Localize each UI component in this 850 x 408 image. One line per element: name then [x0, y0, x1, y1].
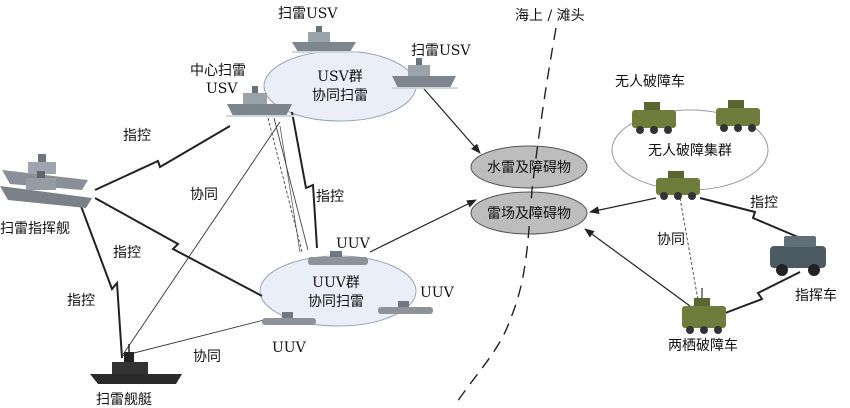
amphibious-vehicle-label: 两栖破障车	[668, 337, 738, 354]
coop-label-vehicle: 协同	[657, 232, 685, 248]
arrow-usv-to-mines	[417, 81, 481, 154]
usv-center-vessel	[226, 86, 294, 117]
unmanned-vehicle-left	[632, 102, 676, 134]
uuv-group-label-line1: UUV群	[312, 275, 360, 291]
usv-top-label: 扫雷USV	[278, 6, 338, 22]
coop-link-minesweeper-uuv	[121, 319, 265, 357]
usv-group-label-line1: USV群	[317, 69, 363, 85]
usv-right-vessel	[392, 58, 458, 89]
uuv-group-label-line2: 协同扫雷	[308, 294, 364, 310]
control-label-ship-minesweeper: 指控	[67, 293, 95, 309]
control-link-ship-to-usv	[94, 125, 231, 191]
control-link-ship-to-uuv	[94, 197, 263, 297]
coop-label-upper: 协同	[190, 187, 218, 203]
command-vehicle	[770, 236, 826, 276]
coop-label-lower: 协同	[193, 349, 221, 365]
mine-obstacle-label: 水雷及障碍物	[487, 160, 571, 176]
minefield-obstacle-label: 雷场及障碍物	[487, 206, 571, 222]
command-ship-vessel	[0, 154, 92, 208]
arrow-cluster-to-minefield	[589, 197, 657, 215]
control-link-vehicle-amphibious	[711, 271, 801, 319]
usv-group-label-line2: 协同扫雷	[312, 88, 368, 104]
usv-right-label: 扫雷USV	[411, 43, 471, 59]
arrow-uuv-to-minefield	[369, 199, 477, 253]
usv-center-label-line1: 中心扫雷	[190, 63, 246, 79]
coop-link-uuv-ship	[121, 121, 281, 357]
arrow-amphibious-to-minefield	[584, 228, 691, 307]
usv-center-label-line2: USV	[206, 81, 238, 97]
usv-top-vessel	[292, 26, 358, 53]
uuv-right-label: UUV	[420, 285, 455, 301]
uuv-right-vessel	[378, 301, 433, 314]
control-label-vehicle: 指控	[750, 195, 778, 211]
amphibious-vehicle	[682, 288, 726, 334]
coop-link-usv-uuv-c	[279, 125, 301, 253]
uuv-bottom-vessel	[262, 312, 316, 325]
control-link-vehicle-cluster	[699, 197, 806, 241]
control-label-ship-uuv: 指控	[113, 245, 141, 261]
uuv-top-label: UUV	[336, 236, 371, 252]
sea-beach-boundary	[454, 27, 557, 406]
minesweeper-label: 扫雷舰艇	[96, 392, 152, 408]
command-ship-label: 扫雷指挥舰	[0, 221, 70, 237]
minesweeper-vessel	[90, 344, 182, 384]
control-label-usv-uuv: 指控	[316, 189, 344, 205]
unmanned-vehicle-label: 无人破障车	[615, 73, 685, 90]
unmanned-vehicle-bottom	[656, 171, 700, 200]
coop-link-cluster-amphibious	[679, 197, 699, 301]
coop-link-usv-uuv-a	[273, 117, 309, 251]
uuv-bottom-label: UUV	[272, 340, 307, 356]
control-link-ship-to-minesweeper	[77, 197, 123, 359]
control-label-ship-usv: 指控	[123, 128, 151, 144]
command-vehicle-label: 指挥车	[795, 287, 837, 304]
unmanned-vehicle-right	[716, 100, 760, 132]
uuv-top-vessel	[308, 251, 368, 265]
unmanned-cluster-label: 无人破障集群	[648, 142, 732, 159]
control-link-usv-uuv	[291, 111, 318, 249]
sea-beach-label: 海上 / 滩头	[515, 8, 585, 24]
mine-obstacle-node	[470, 145, 588, 189]
